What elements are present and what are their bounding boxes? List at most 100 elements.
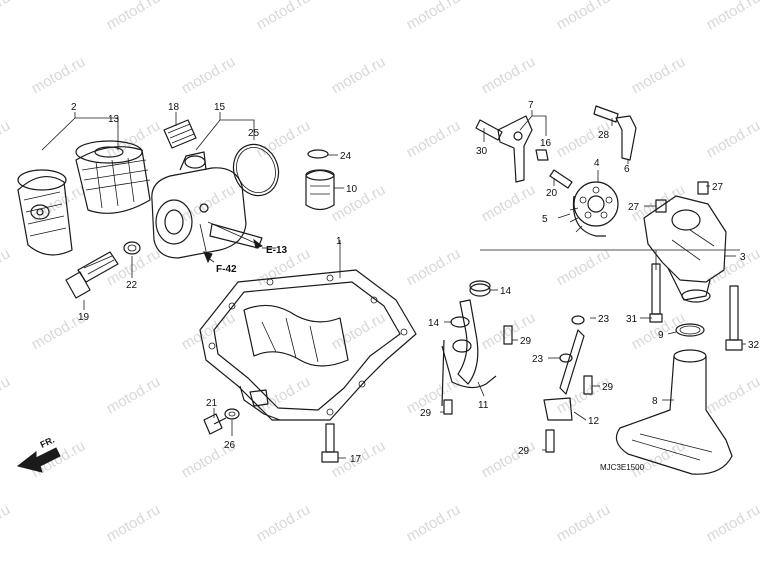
callout-18: 18 (168, 102, 180, 113)
oil-pump (643, 195, 727, 303)
watermark-text-53: motod.ru (704, 501, 764, 545)
watermark-text-24: motod.ru (0, 245, 13, 289)
callout-5: 5 (542, 214, 548, 225)
bolt-31 (649, 263, 663, 323)
callout-7: 7 (528, 100, 534, 111)
oil-pipe (441, 283, 497, 407)
callout-27b: 27 (628, 202, 640, 213)
watermark-text-8: motod.ru (329, 53, 389, 97)
callout-29c: 29 (602, 382, 614, 393)
watermark-text-29: motod.ru (704, 245, 764, 289)
watermark-text-21: motod.ru (479, 181, 539, 225)
callout-26: 26 (224, 440, 236, 451)
watermark-text-0: motod.ru (0, 0, 13, 33)
watermark-text-27: motod.ru (404, 245, 464, 289)
dowel-pin-27a (697, 181, 709, 195)
bolt-28 (593, 105, 619, 123)
oil-strainer (615, 349, 733, 475)
drive-chain (569, 195, 606, 237)
callout-labels: 1 2 3 4 5 6 7 8 9 10 11 12 13 14 14 15 1… (39, 100, 760, 472)
reference-f42: F-42 (216, 264, 237, 275)
diagram-code: MJC3E1500 (600, 463, 645, 472)
front-label: FR. (39, 435, 56, 450)
callout-3: 3 (740, 252, 746, 263)
callout-4: 4 (594, 158, 600, 169)
watermark-text-3: motod.ru (404, 0, 464, 33)
nut-16 (535, 149, 549, 161)
oil-filter (17, 169, 73, 256)
watermark-text-2: motod.ru (254, 0, 314, 33)
callout-17: 17 (350, 454, 362, 465)
reference-arrows (199, 221, 264, 264)
watermark-text-14: motod.ru (254, 117, 314, 161)
callout-9: 9 (658, 330, 664, 341)
callout-23b: 23 (532, 354, 544, 365)
stud-bolt (163, 119, 197, 149)
watermark-text-1: motod.ru (104, 0, 164, 33)
watermark-text-9: motod.ru (479, 53, 539, 97)
watermark-text-49: motod.ru (104, 501, 164, 545)
watermark-text-28: motod.ru (554, 245, 614, 289)
leader-lines (41, 110, 746, 459)
bolt-30 (475, 119, 503, 141)
oil-pressure-relief-valve (305, 149, 335, 211)
callout-15: 15 (214, 102, 226, 113)
watermark-text-7: motod.ru (179, 53, 239, 97)
bolt-29 (443, 325, 593, 453)
oil-filter-element (75, 140, 151, 214)
callout-23: 23 (598, 314, 610, 325)
watermark-text-51: motod.ru (404, 501, 464, 545)
watermark-text-52: motod.ru (554, 501, 614, 545)
pump-sprocket (573, 181, 619, 227)
callout-24: 24 (340, 151, 352, 162)
bracket-6 (615, 115, 637, 161)
callout-21: 21 (206, 398, 218, 409)
callout-30: 30 (476, 146, 488, 157)
oil-cooler (151, 151, 263, 259)
callout-25: 25 (248, 128, 260, 139)
watermark-text-37: motod.ru (104, 373, 164, 417)
watermark-text-39: motod.ru (404, 373, 464, 417)
watermark-text-50: motod.ru (254, 501, 314, 545)
callout-29: 29 (520, 336, 532, 347)
callout-20: 20 (546, 188, 558, 199)
washer-26 (224, 408, 240, 420)
pump-bracket (497, 115, 533, 183)
o-ring-9 (675, 323, 705, 337)
watermark-text-15: motod.ru (404, 117, 464, 161)
dowel-pin-27b (655, 199, 667, 213)
bolt-21 (203, 413, 227, 435)
callout-28: 28 (598, 130, 610, 141)
callout-32: 32 (748, 340, 760, 351)
watermark-text-31: motod.ru (179, 309, 239, 353)
callout-13: 13 (108, 114, 120, 125)
callout-11: 11 (478, 400, 489, 411)
reference-e13: E-13 (266, 245, 288, 256)
watermark-layer: motod.ru motod.ru motod.ru motod.ru motod.ru… (0, 0, 764, 545)
callout-19: 19 (78, 312, 90, 323)
watermark-text-5: motod.ru (704, 0, 764, 33)
bolt-32 (725, 285, 743, 351)
callout-14: 14 (500, 286, 512, 297)
o-ring (232, 143, 280, 197)
watermark-text-48: motod.ru (0, 501, 13, 545)
callout-14b: 14 (428, 318, 440, 329)
sealing-washer (123, 241, 141, 255)
watermark-text-32: motod.ru (329, 309, 389, 353)
callout-12: 12 (588, 416, 600, 427)
o-ring-14b (450, 316, 470, 328)
oil-pan (199, 269, 417, 421)
callout-1: 1 (336, 236, 342, 247)
watermark-text-12: motod.ru (0, 117, 13, 161)
callout-10: 10 (346, 184, 358, 195)
bolt-20 (549, 169, 573, 189)
o-ring-14a (469, 280, 491, 292)
drain-bolt (65, 251, 119, 299)
callout-29b: 29 (420, 408, 432, 419)
callout-16: 16 (540, 138, 552, 149)
callout-22: 22 (126, 280, 138, 291)
watermark-text-19: motod.ru (179, 181, 239, 225)
front-direction-arrow (16, 447, 61, 473)
callout-29d: 29 (518, 446, 530, 457)
